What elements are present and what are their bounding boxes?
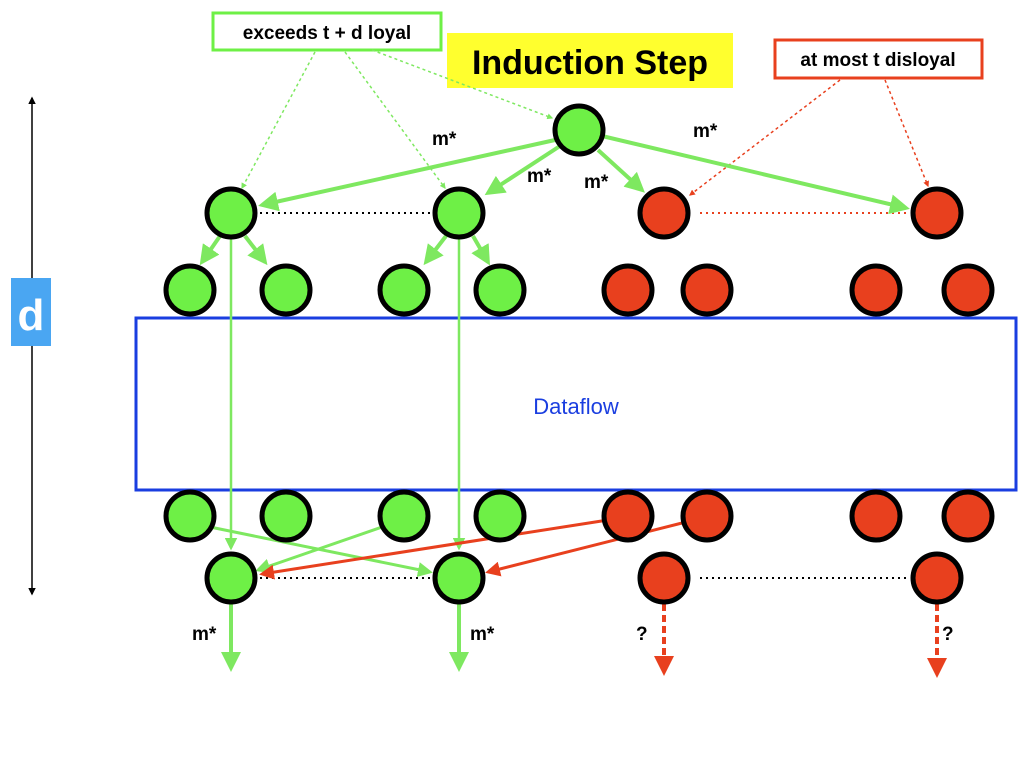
disloyal-node xyxy=(849,263,903,317)
loyal-node xyxy=(432,551,486,605)
message-label: m* xyxy=(192,624,217,645)
loyal-node xyxy=(377,489,431,543)
message-label: m* xyxy=(432,129,457,150)
loyal-callout-label: exceeds t + d loyal xyxy=(243,23,411,44)
sibling-dots xyxy=(260,212,908,579)
unknown-label: ? xyxy=(942,624,954,645)
fanout-arrows xyxy=(199,234,490,266)
through-paths xyxy=(224,238,466,551)
loyal-node xyxy=(163,489,217,543)
disloyal-node xyxy=(601,489,655,543)
root-node xyxy=(552,103,606,157)
disloyal-node xyxy=(941,489,995,543)
disloyal-node xyxy=(910,551,964,605)
disloyal-converge-arrows xyxy=(259,518,687,580)
loyal-node xyxy=(204,551,258,605)
dataflow-box xyxy=(134,316,1018,492)
loyal-node xyxy=(259,263,313,317)
disloyal-node xyxy=(601,263,655,317)
title: Induction Step xyxy=(472,44,708,82)
loyal-node xyxy=(432,186,486,240)
disloyal-node xyxy=(910,186,964,240)
disloyal-callout-box xyxy=(773,38,984,80)
disloyal-node xyxy=(849,489,903,543)
loyal-callout-pointers xyxy=(241,49,554,190)
depth-label: d xyxy=(18,291,45,340)
loyal-node xyxy=(163,263,217,317)
loyal-node xyxy=(259,489,313,543)
loyal-node xyxy=(377,263,431,317)
disloyal-node xyxy=(637,186,691,240)
dataflow-label: Dataflow xyxy=(533,394,619,419)
disloyal-node xyxy=(680,263,734,317)
loyal-node xyxy=(204,186,258,240)
disloyal-node xyxy=(941,263,995,317)
unknown-label: ? xyxy=(636,624,648,645)
disloyal-callout-label: at most t disloyal xyxy=(800,50,955,71)
loyal-node xyxy=(473,263,527,317)
message-label: m* xyxy=(527,166,552,187)
disloyal-node xyxy=(680,489,734,543)
nodes xyxy=(163,103,995,605)
message-label: m* xyxy=(584,172,609,193)
loyal-output-arrows xyxy=(221,604,469,672)
message-label: m* xyxy=(693,121,718,142)
disloyal-node xyxy=(637,551,691,605)
loyal-node xyxy=(473,489,527,543)
message-label: m* xyxy=(470,624,495,645)
depth-badge xyxy=(11,278,51,346)
loyal-callout-box xyxy=(211,11,443,52)
title-background xyxy=(447,33,733,88)
disloyal-output-arrows xyxy=(654,604,947,678)
disloyal-callout-pointers xyxy=(689,79,929,196)
broadcast-arrows xyxy=(258,134,910,215)
loyal-converge-arrows xyxy=(209,525,433,577)
